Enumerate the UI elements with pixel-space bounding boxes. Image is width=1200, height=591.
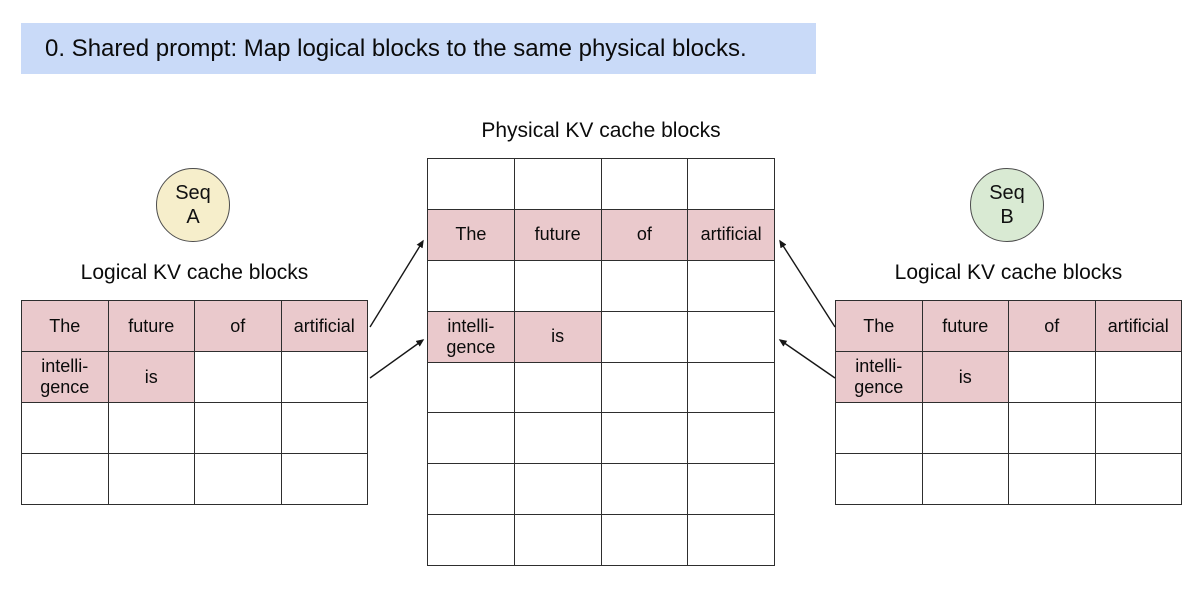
kv-block-row	[835, 453, 1182, 505]
arrow-seq-a-block1-to-physical	[369, 339, 425, 379]
kv-empty-cell	[427, 361, 515, 414]
kv-empty-cell	[513, 514, 602, 566]
kv-empty-cell	[427, 259, 515, 312]
kv-empty-cell	[687, 514, 775, 566]
kv-empty-cell	[513, 259, 602, 312]
kv-block-row	[427, 259, 775, 312]
kv-empty-cell	[194, 453, 282, 505]
kv-empty-cell	[921, 453, 1009, 505]
kv-empty-cell	[835, 402, 923, 454]
seq-b-label: Seq B	[989, 182, 1025, 228]
kv-empty-cell	[687, 361, 775, 414]
kv-empty-cell	[21, 402, 109, 454]
kv-block-row	[21, 453, 368, 505]
kv-empty-cell	[194, 351, 282, 403]
kv-token-cell: The	[21, 300, 109, 352]
kv-empty-cell	[194, 402, 282, 454]
kv-empty-cell	[921, 402, 1009, 454]
kv-empty-cell	[1008, 453, 1096, 505]
kv-token-cell: The	[427, 208, 515, 261]
kv-empty-cell	[600, 310, 689, 363]
kv-empty-cell	[427, 463, 515, 516]
kv-empty-cell	[427, 158, 515, 210]
kv-block-row	[21, 402, 368, 454]
arrow-seq-a-block0-to-physical	[369, 239, 424, 328]
kv-empty-cell	[427, 412, 515, 465]
kv-empty-cell	[1094, 402, 1182, 454]
physical-blocks-heading: Physical KV cache blocks	[481, 119, 721, 142]
kv-empty-cell	[107, 402, 195, 454]
kv-empty-cell	[687, 412, 775, 465]
kv-block-row	[427, 158, 775, 210]
kv-token-cell: artificial	[280, 300, 368, 352]
kv-empty-cell	[280, 453, 368, 505]
seq-a-badge: Seq A	[156, 168, 230, 242]
kv-token-cell: is	[107, 351, 195, 403]
kv-empty-cell	[600, 158, 689, 210]
kv-token-cell: of	[600, 208, 689, 261]
kv-token-cell: The	[835, 300, 923, 352]
kv-empty-cell	[687, 158, 775, 210]
kv-empty-cell	[513, 361, 602, 414]
kv-block-row	[427, 412, 775, 465]
kv-empty-cell	[687, 310, 775, 363]
kv-block-row	[427, 514, 775, 566]
kv-empty-cell	[513, 463, 602, 516]
kv-empty-cell	[600, 412, 689, 465]
arrow-seq-b-block0-to-physical	[779, 239, 836, 328]
kv-empty-cell	[1008, 402, 1096, 454]
logical-blocks-heading-seq-b: Logical KV cache blocks	[894, 261, 1123, 284]
kv-token-cell: future	[921, 300, 1009, 352]
kv-block-row	[427, 463, 775, 516]
kv-empty-cell	[513, 412, 602, 465]
kv-token-cell: intelli- gence	[427, 310, 515, 363]
kv-block-row	[835, 402, 1182, 454]
kv-token-cell: of	[194, 300, 282, 352]
kv-empty-cell	[600, 463, 689, 516]
kv-empty-cell	[687, 463, 775, 516]
kv-empty-cell	[687, 259, 775, 312]
kv-empty-cell	[280, 402, 368, 454]
kv-empty-cell	[1094, 453, 1182, 505]
kv-token-cell: intelli- gence	[835, 351, 923, 403]
kv-empty-cell	[107, 453, 195, 505]
kv-token-cell: artificial	[687, 208, 775, 261]
kv-token-cell: future	[107, 300, 195, 352]
kv-empty-cell	[21, 453, 109, 505]
arrow-seq-b-block1-to-physical	[778, 339, 836, 379]
kv-empty-cell	[513, 158, 602, 210]
kv-empty-cell	[600, 514, 689, 566]
kv-empty-cell	[835, 453, 923, 505]
kv-empty-cell	[600, 259, 689, 312]
kv-empty-cell	[600, 361, 689, 414]
kv-token-cell: intelli- gence	[21, 351, 109, 403]
kv-empty-cell	[1094, 351, 1182, 403]
kv-token-cell: artificial	[1094, 300, 1182, 352]
kv-token-cell: of	[1008, 300, 1096, 352]
kv-token-cell: is	[513, 310, 602, 363]
seq-b-badge: Seq B	[970, 168, 1044, 242]
logical-blocks-heading-seq-a: Logical KV cache blocks	[80, 261, 309, 284]
kv-token-cell: future	[513, 208, 602, 261]
kv-block-row	[427, 361, 775, 414]
step-title-banner: 0. Shared prompt: Map logical blocks to …	[21, 23, 816, 74]
kv-empty-cell	[1008, 351, 1096, 403]
kv-empty-cell	[427, 514, 515, 566]
kv-token-cell: is	[921, 351, 1009, 403]
step-title-text: 0. Shared prompt: Map logical blocks to …	[45, 34, 747, 62]
seq-a-label: Seq A	[175, 182, 211, 228]
kv-empty-cell	[280, 351, 368, 403]
